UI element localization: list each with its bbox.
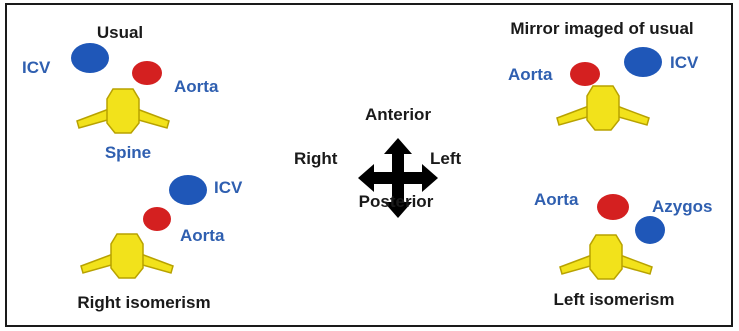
label-aorta: Aorta — [180, 226, 225, 245]
label-spine: Spine — [105, 143, 151, 162]
figure-frame — [5, 3, 733, 327]
panel-left-isomerism: Aorta Azygos Left isomerism — [534, 190, 712, 309]
panel-right-isomerism: ICV Aorta Right isomerism — [77, 175, 243, 312]
panel-title-right-isomerism: Right isomerism — [77, 293, 210, 312]
label-aorta: Aorta — [174, 77, 219, 96]
orientation-compass: Anterior Posterior Right Left — [294, 105, 462, 218]
spine-shape — [80, 233, 174, 279]
aorta-vessel — [570, 62, 600, 86]
spine-shape — [559, 234, 653, 280]
aorta-vessel — [143, 207, 171, 231]
panel-usual: Usual ICV Aorta Spine — [22, 23, 219, 162]
label-posterior: Posterior — [359, 192, 434, 211]
panel-title-usual: Usual — [97, 23, 143, 42]
label-right: Right — [294, 149, 338, 168]
spine-shape — [556, 85, 650, 131]
icv-vessel — [169, 175, 207, 205]
aorta-vessel — [597, 194, 629, 220]
icv-vessel — [624, 47, 662, 77]
label-icv: ICV — [214, 178, 243, 197]
four-way-arrow-icon — [358, 138, 438, 218]
label-left: Left — [430, 149, 462, 168]
label-aorta: Aorta — [508, 65, 553, 84]
label-azygos: Azygos — [652, 197, 712, 216]
label-anterior: Anterior — [365, 105, 432, 124]
label-aorta: Aorta — [534, 190, 579, 209]
panel-mirror: Mirror imaged of usual Aorta ICV — [508, 19, 699, 131]
panel-title-mirror: Mirror imaged of usual — [510, 19, 693, 38]
label-icv: ICV — [22, 58, 51, 77]
icv-vessel — [71, 43, 109, 73]
panel-title-left-isomerism: Left isomerism — [554, 290, 675, 309]
aorta-vessel — [132, 61, 162, 85]
label-icv: ICV — [670, 53, 699, 72]
spine-shape — [76, 88, 170, 134]
azygos-vessel — [635, 216, 665, 244]
